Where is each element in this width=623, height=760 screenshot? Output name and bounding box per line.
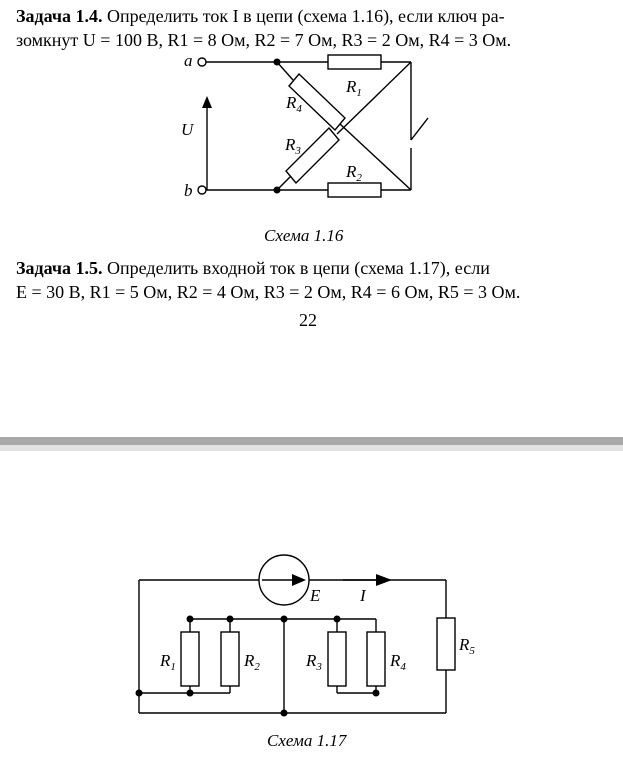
terminal-a xyxy=(197,57,207,67)
label-R3: R3 xyxy=(305,651,322,673)
node-center-top xyxy=(280,615,288,623)
label-a: a xyxy=(184,51,193,70)
node-center-bottom xyxy=(280,709,288,717)
scheme-1-17-diagram: E I R1 R2 R3 R4 R5 xyxy=(135,554,475,717)
label-U: U xyxy=(181,120,195,139)
current-arrow-head xyxy=(376,574,392,586)
node-r1-top xyxy=(186,615,194,623)
node-bottom xyxy=(273,186,281,194)
page-number: 22 xyxy=(299,310,317,330)
node-top xyxy=(273,58,281,66)
task-1-5-heading: Задача 1.5. xyxy=(16,258,103,278)
task-1-5-line2: E = 30 В, R1 = 5 Ом, R2 = 4 Ом, R3 = 2 О… xyxy=(16,282,521,302)
label-R1: R1 xyxy=(345,77,362,99)
scheme-1-16-diagram: a b U R1 R4 R3 R2 xyxy=(181,51,429,200)
node-r2-top xyxy=(226,615,234,623)
task-1-4-heading: Задача 1.4. xyxy=(16,6,103,26)
page-separator xyxy=(0,437,623,445)
node-r1-bottom xyxy=(186,689,194,697)
node-left xyxy=(135,689,143,697)
task-1-4-line2: зомкнут U = 100 В, R1 = 8 Ом, R2 = 7 Ом,… xyxy=(16,30,512,50)
page-22: Задача 1.4. Определить ток I в цепи (схе… xyxy=(16,4,606,330)
node-r3-top xyxy=(333,615,341,623)
page-separator-shadow xyxy=(0,445,623,451)
label-R2: R2 xyxy=(243,651,260,673)
source-arrow-head xyxy=(292,574,306,586)
label-R2: R2 xyxy=(345,162,362,184)
label-R4: R4 xyxy=(285,93,302,115)
voltage-arrow-head xyxy=(202,96,212,108)
label-R4: R4 xyxy=(389,651,406,673)
label-I: I xyxy=(359,586,367,605)
label-R3: R3 xyxy=(284,135,301,157)
task-1-5-paragraph: Задача 1.5. Определить входной ток в цеп… xyxy=(16,256,606,304)
scheme-1-16-caption: Схема 1.16 xyxy=(264,226,344,245)
task-1-5-line1: Определить входной ток в цепи (схема 1.1… xyxy=(107,258,490,278)
task-1-4-paragraph: Задача 1.4. Определить ток I в цепи (схе… xyxy=(16,4,606,52)
scheme-1-17-caption: Схема 1.17 xyxy=(267,731,347,750)
task-1-4-line1: Определить ток I в цепи (схема 1.16), ес… xyxy=(107,6,505,26)
terminal-b xyxy=(197,185,207,195)
label-E: E xyxy=(309,586,321,605)
label-b: b xyxy=(184,181,193,200)
label-R1: R1 xyxy=(159,651,176,673)
node-r4-bottom xyxy=(372,689,380,697)
label-R5: R5 xyxy=(458,635,475,657)
